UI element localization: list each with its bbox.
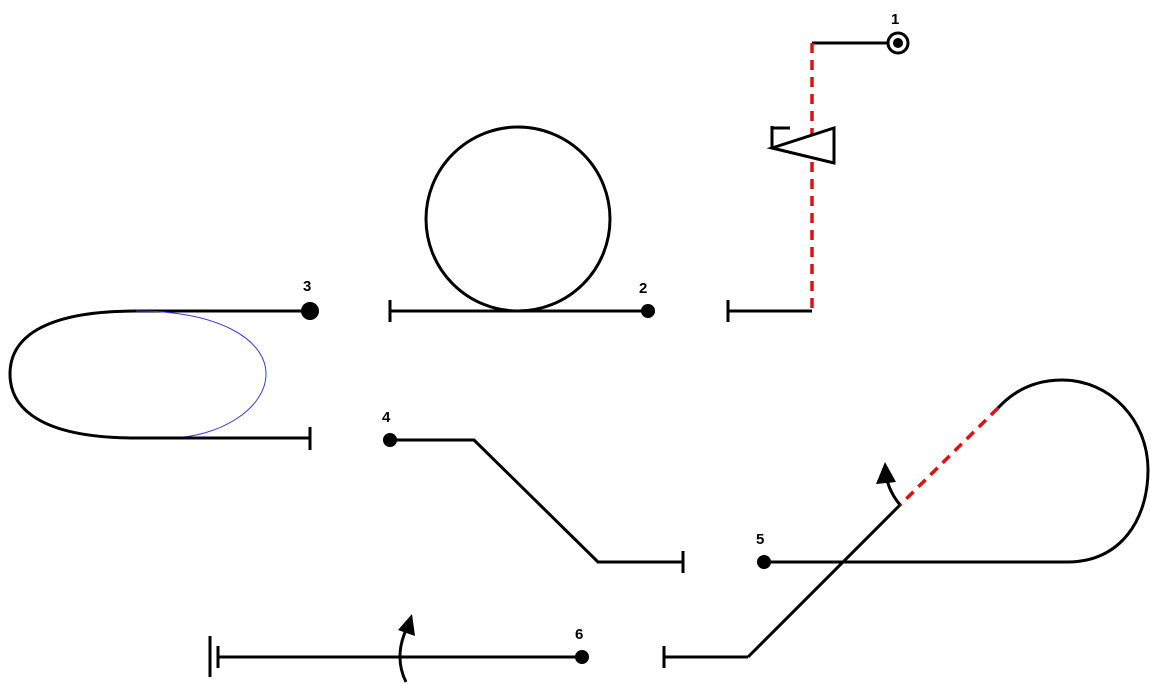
path-6-label: 6: [575, 626, 583, 643]
path-3-label: 3: [303, 278, 311, 295]
path-4-label: 4: [382, 409, 391, 426]
path-5-start-dot: [757, 555, 771, 569]
path-5-label: 5: [756, 531, 764, 548]
path-2: 2: [388, 125, 655, 322]
path-6-start-dot: [575, 650, 589, 664]
path-1: 1: [726, 11, 910, 322]
path-2-start-dot: [641, 304, 655, 318]
path-6: 6: [208, 614, 589, 683]
path-3-loop: [8, 309, 137, 440]
path-4: 4: [382, 409, 685, 573]
path-6-arrow-stem: [398, 629, 408, 683]
path-1-start-dot: [893, 38, 903, 48]
path-3-start-dot: [301, 302, 319, 320]
path-3: 3: [8, 278, 319, 450]
path-2-loop: [424, 125, 612, 313]
path-4-start-dot: [383, 433, 397, 447]
path-4-segment: [390, 438, 683, 564]
path-5-dashed-connector: [898, 406, 1000, 507]
path-5-loop: [996, 378, 1150, 564]
path-3-hidden-arc: [135, 310, 267, 439]
path-5: 5: [662, 378, 1150, 668]
path-2-label: 2: [639, 280, 647, 297]
path-5-diagonal-segment: [746, 503, 902, 659]
path-1-flag-marker: [766, 125, 836, 165]
path-6-arrow-head: [398, 614, 415, 636]
path-1-label: 1: [891, 11, 899, 28]
path-5-arrow-head: [876, 462, 896, 484]
